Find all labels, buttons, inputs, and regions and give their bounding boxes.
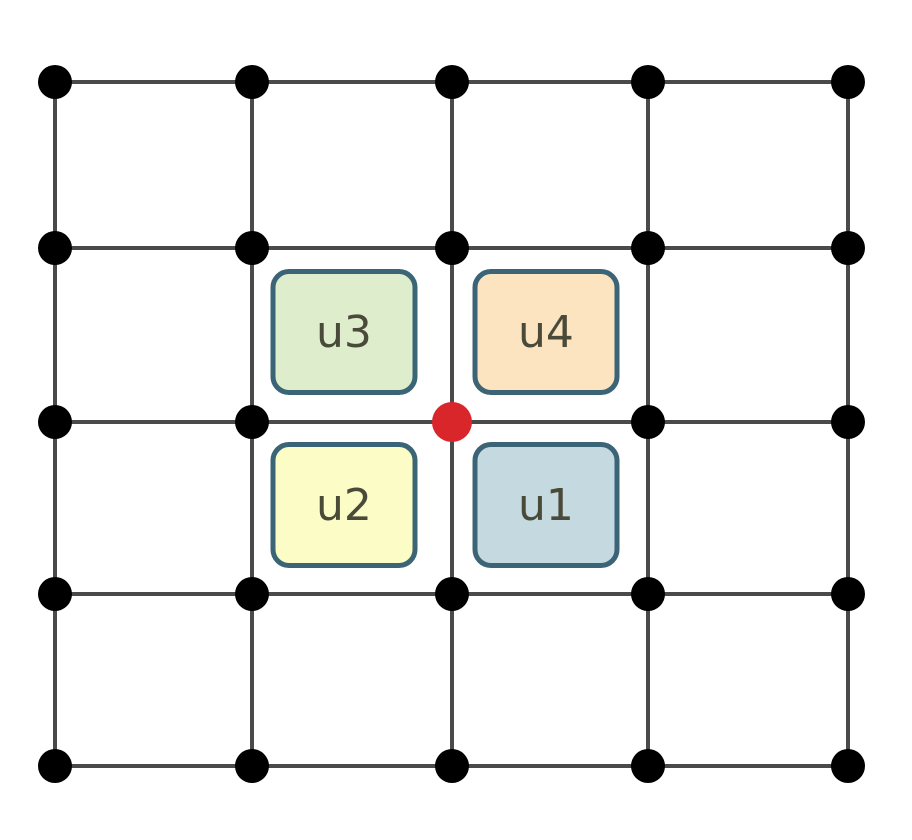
- grid-node: [831, 231, 865, 265]
- grid-node: [631, 405, 665, 439]
- cell-label: u4: [518, 307, 574, 358]
- grid-node: [235, 65, 269, 99]
- grid-node: [235, 749, 269, 783]
- grid-node: [631, 749, 665, 783]
- grid-node: [435, 231, 469, 265]
- grid-node: [435, 749, 469, 783]
- cell-label: u1: [518, 480, 574, 531]
- grid-node: [38, 65, 72, 99]
- cell-box-background: [270, 269, 418, 395]
- grid-node: [831, 405, 865, 439]
- grid-node: [38, 749, 72, 783]
- cell-box-background: [472, 442, 620, 568]
- cell-box-u3: u3: [270, 269, 418, 395]
- cell-box-background: [472, 269, 620, 395]
- grid-node: [631, 65, 665, 99]
- grid-node: [831, 577, 865, 611]
- grid-nodes: [38, 65, 865, 783]
- cell-box-background: [270, 442, 418, 568]
- highlight-node: [432, 402, 472, 442]
- cell-label: u2: [316, 480, 372, 531]
- grid-node: [435, 65, 469, 99]
- cell-label: u3: [316, 307, 372, 358]
- grid-node: [235, 577, 269, 611]
- cell-box-u1: u1: [472, 442, 620, 568]
- cell-box-u4: u4: [472, 269, 620, 395]
- grid-node: [38, 577, 72, 611]
- grid-node: [38, 405, 72, 439]
- grid-node: [831, 65, 865, 99]
- grid-node: [831, 749, 865, 783]
- cell-box-u2: u2: [270, 442, 418, 568]
- grid-node: [631, 231, 665, 265]
- cell-boxes: u3 u4 u2 u1: [270, 269, 620, 568]
- grid-node: [235, 231, 269, 265]
- grid-node: [235, 405, 269, 439]
- grid-node: [38, 231, 72, 265]
- grid-node: [631, 577, 665, 611]
- grid-node: [435, 577, 469, 611]
